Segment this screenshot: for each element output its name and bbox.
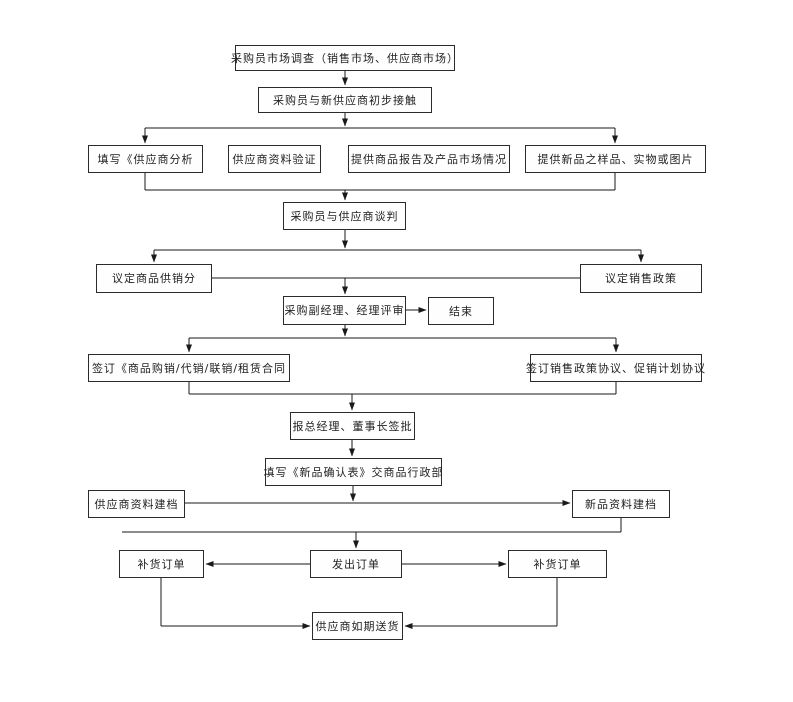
node-product-report: 提供商品报告及产品市场情况: [348, 145, 510, 173]
node-gm-approval: 报总经理、董事长签批: [290, 412, 415, 440]
node-replenish-order-right: 补货订单: [508, 550, 607, 578]
node-manager-review: 采购副经理、经理评审: [283, 296, 406, 325]
node-sign-policy: 签订销售政策协议、促销计划协议: [526, 354, 705, 382]
node-issue-order: 发出订单: [310, 550, 402, 578]
node-new-item-form: 填写《新品确认表》交商品行政部: [264, 458, 443, 486]
node-replenish-order-left: 补货订单: [119, 550, 204, 578]
branch-rails: [122, 127, 641, 626]
node-initial-contact: 采购员与新供应商初步接触: [258, 87, 432, 113]
node-market-survey: 采购员市场调查（销售市场、供应商市场）: [231, 45, 458, 71]
node-sign-contract: 签订《商品购销/代销/联销/租赁合同: [88, 354, 290, 382]
node-agree-supply: 议定商品供销分: [96, 264, 212, 293]
node-new-samples: 提供新品之样品、实物或图片: [525, 145, 706, 173]
node-end: 结束: [428, 297, 494, 325]
node-new-item-archive: 新品资料建档: [572, 490, 670, 518]
node-supplier-verify: 供应商资料验证: [228, 145, 321, 173]
node-supplier-analysis: 填写《供应商分析: [88, 145, 203, 173]
node-agree-sales-policy: 议定销售政策: [580, 264, 702, 293]
node-negotiation: 采购员与供应商谈判: [283, 202, 406, 230]
node-on-time-delivery: 供应商如期送货: [312, 612, 403, 640]
node-supplier-archive: 供应商资料建档: [88, 490, 185, 518]
